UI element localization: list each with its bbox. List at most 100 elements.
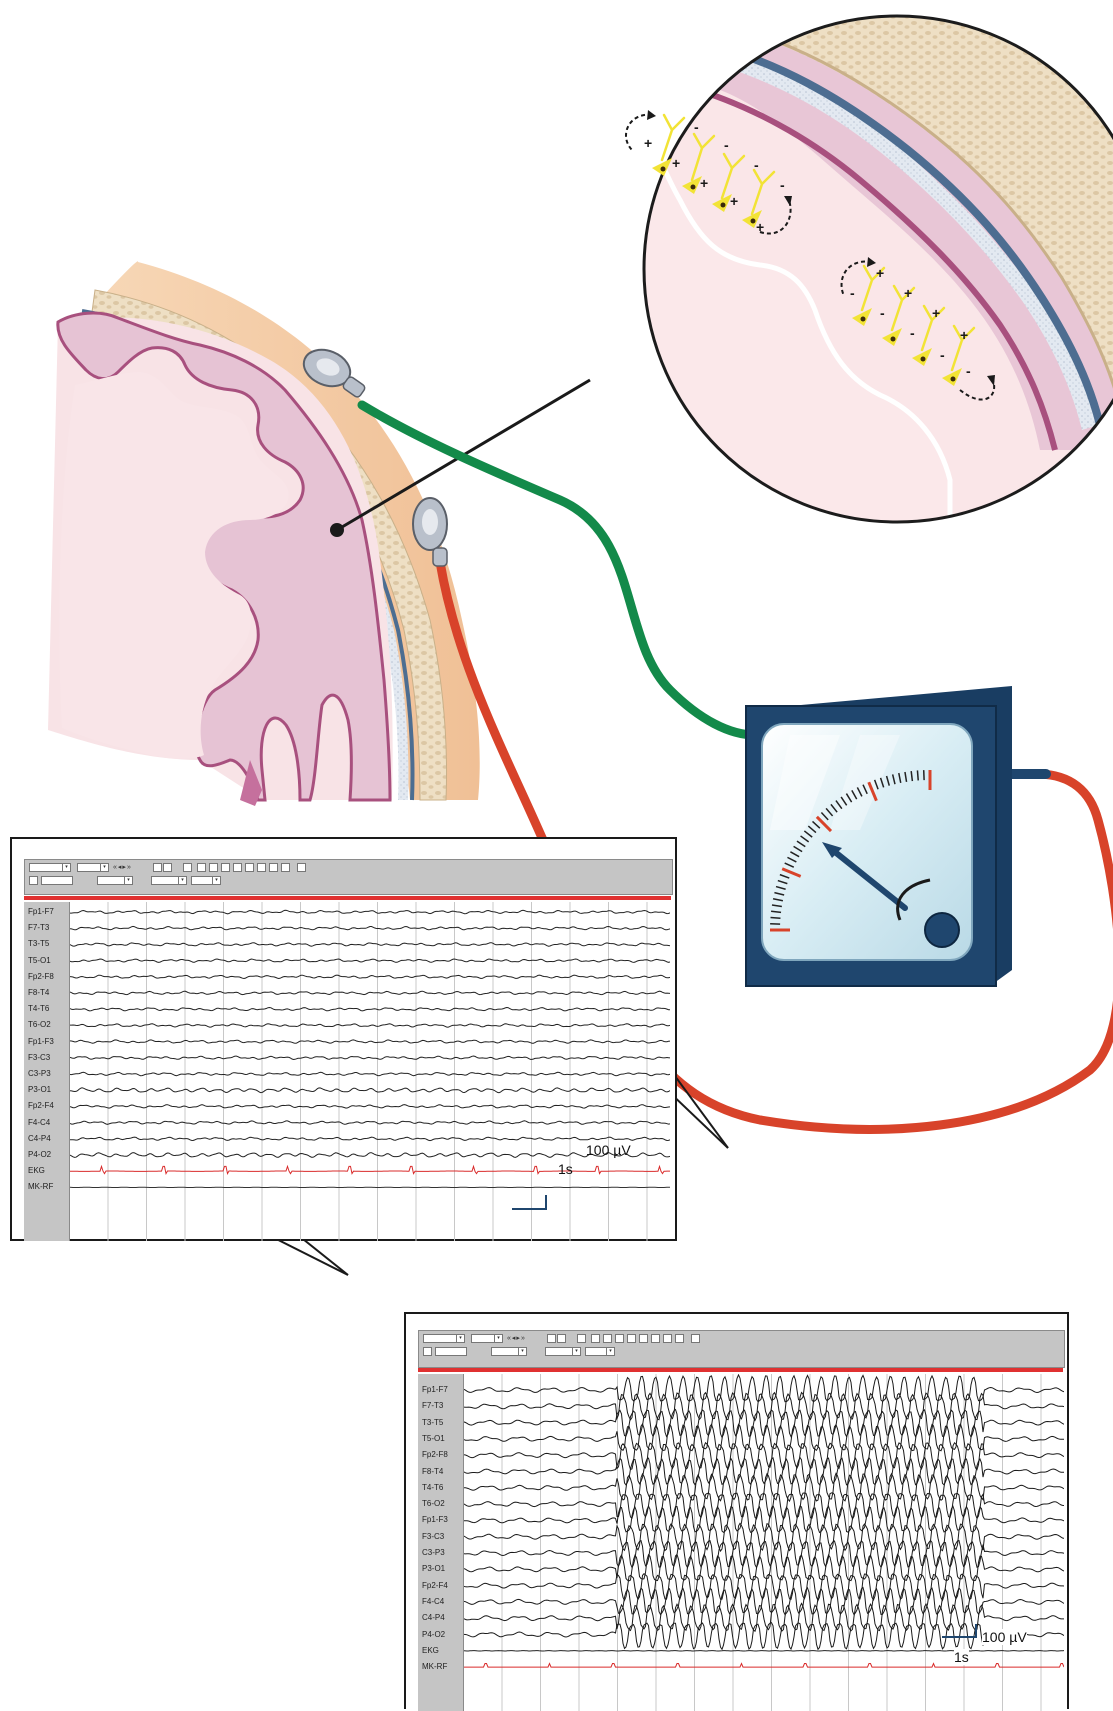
eeg-red-marker-bar (24, 896, 671, 900)
toolbar-dropdown[interactable]: ▾ (77, 863, 109, 872)
eeg-trace (70, 1024, 670, 1027)
eeg-trace (464, 1587, 1064, 1614)
eeg-trace (70, 1056, 670, 1060)
toolbar-square-button[interactable] (297, 863, 306, 872)
dropdown-arrow-icon: ▾ (456, 1335, 464, 1342)
eeg-trace (70, 910, 670, 914)
channel-label: T5-O1 (422, 1434, 445, 1444)
channel-label: C4-P4 (422, 1613, 445, 1623)
dropdown-arrow-icon: ▾ (572, 1348, 580, 1355)
channel-label: Fp2-F4 (28, 1101, 54, 1111)
toolbar-square-button[interactable] (423, 1347, 432, 1356)
toolbar-montage-button[interactable] (639, 1334, 648, 1343)
dropdown-arrow-icon: ▾ (494, 1335, 502, 1342)
eeg-trace (70, 926, 670, 929)
channel-label: C3-P3 (422, 1548, 445, 1558)
channel-label: Fp2-F8 (422, 1450, 448, 1460)
toolbar-dropdown[interactable]: ▾ (585, 1347, 615, 1356)
toolbar-dropdown[interactable]: ▾ (545, 1347, 581, 1356)
svg-text:-: - (754, 157, 759, 173)
fast-forward-icon[interactable]: » (521, 1335, 524, 1342)
toolbar-montage-button[interactable] (615, 1334, 624, 1343)
channel-label: T3-T5 (28, 939, 49, 949)
rewind-icon[interactable]: « (113, 864, 116, 871)
toolbar-square-button[interactable] (163, 863, 172, 872)
dropdown-arrow-icon: ▾ (100, 864, 108, 871)
toolbar-dropdown[interactable]: ▾ (491, 1347, 527, 1356)
eeg-trace (70, 943, 670, 947)
playback-controls[interactable]: «◂▸» (113, 863, 132, 872)
prev-icon[interactable]: ◂ (118, 864, 121, 871)
toolbar-dropdown[interactable]: ▾ (97, 876, 133, 885)
eeg-trace (464, 1603, 1064, 1631)
dial-tick (770, 917, 780, 918)
svg-text:+: + (876, 265, 884, 281)
toolbar-montage-button[interactable] (257, 863, 266, 872)
toolbar-dropdown[interactable]: ▾ (423, 1334, 465, 1343)
toolbar-montage-button[interactable] (209, 863, 218, 872)
eeg-trace (464, 1443, 1064, 1470)
toolbar-dropdown[interactable]: ▾ (191, 876, 221, 885)
toolbar-square-button[interactable] (547, 1334, 556, 1343)
channel-label: MK-RF (28, 1182, 53, 1192)
next-icon[interactable]: ▸ (516, 1335, 519, 1342)
toolbar-montage-button[interactable] (269, 863, 278, 872)
toolbar-montage-button[interactable] (221, 863, 230, 872)
svg-text:-: - (694, 119, 699, 135)
svg-text:-: - (850, 285, 855, 301)
toolbar-square-button[interactable] (691, 1334, 700, 1343)
channel-label: T6-O2 (422, 1499, 445, 1509)
voltage-scale-label: 100 µV (586, 1142, 631, 1158)
toolbar-square-button[interactable] (577, 1334, 586, 1343)
svg-text:+: + (730, 193, 738, 209)
toolbar-dropdown[interactable]: ▾ (471, 1334, 503, 1343)
channel-label: T4-T6 (422, 1483, 443, 1493)
toolbar-montage-button[interactable] (233, 863, 242, 872)
channel-label: Fp1-F3 (422, 1515, 448, 1525)
eeg-trace (70, 1137, 670, 1141)
toolbar-montage-button[interactable] (245, 863, 254, 872)
dropdown-arrow-icon: ▾ (62, 864, 70, 871)
toolbar-square-button[interactable] (153, 863, 162, 872)
channel-label: Fp1-F7 (28, 907, 54, 917)
toolbar-montage-button[interactable] (281, 863, 290, 872)
next-icon[interactable]: ▸ (122, 864, 125, 871)
eeg-trace (464, 1623, 1064, 1650)
channel-label: Fp1-F7 (422, 1385, 448, 1395)
fast-forward-icon[interactable]: » (127, 864, 130, 871)
toolbar-square-button[interactable] (557, 1334, 566, 1343)
toolbar-montage-button[interactable] (627, 1334, 636, 1343)
svg-text:+: + (644, 135, 652, 151)
toolbar-dropdown[interactable]: ▾ (151, 876, 187, 885)
toolbar-field[interactable] (41, 876, 73, 885)
channel-label: C4-P4 (28, 1134, 51, 1144)
eeg-toolbar: ▾ ▾ «◂▸» ▾ ▾ ▾ (418, 1330, 1065, 1368)
channel-label: P3-O1 (422, 1564, 445, 1574)
toolbar-montage-button[interactable] (675, 1334, 684, 1343)
svg-text:+: + (960, 327, 968, 343)
toolbar-montage-button[interactable] (591, 1334, 600, 1343)
magnify-pointer-dot (330, 523, 344, 537)
toolbar-field[interactable] (435, 1347, 467, 1356)
channel-label: F4-C4 (28, 1118, 50, 1128)
prev-icon[interactable]: ◂ (512, 1335, 515, 1342)
eeg-trace (70, 1088, 670, 1093)
channel-label: Fp2-F8 (28, 972, 54, 982)
channel-label: F8-T4 (422, 1467, 443, 1477)
playback-controls[interactable]: «◂▸» (507, 1334, 526, 1343)
toolbar-square-button[interactable] (29, 876, 38, 885)
rewind-icon[interactable]: « (507, 1335, 510, 1342)
dial-tick (917, 770, 918, 780)
eeg-trace (464, 1493, 1064, 1519)
toolbar-dropdown[interactable]: ▾ (29, 863, 71, 872)
eeg-trace (70, 1105, 670, 1109)
svg-text:-: - (966, 363, 971, 379)
toolbar-montage-button[interactable] (603, 1334, 612, 1343)
toolbar-square-button[interactable] (183, 863, 192, 872)
toolbar-montage-button[interactable] (651, 1334, 660, 1343)
toolbar-montage-button[interactable] (663, 1334, 672, 1343)
toolbar-montage-button[interactable] (197, 863, 206, 872)
eeg-trace (70, 1072, 670, 1075)
eeg-trace (70, 959, 670, 962)
